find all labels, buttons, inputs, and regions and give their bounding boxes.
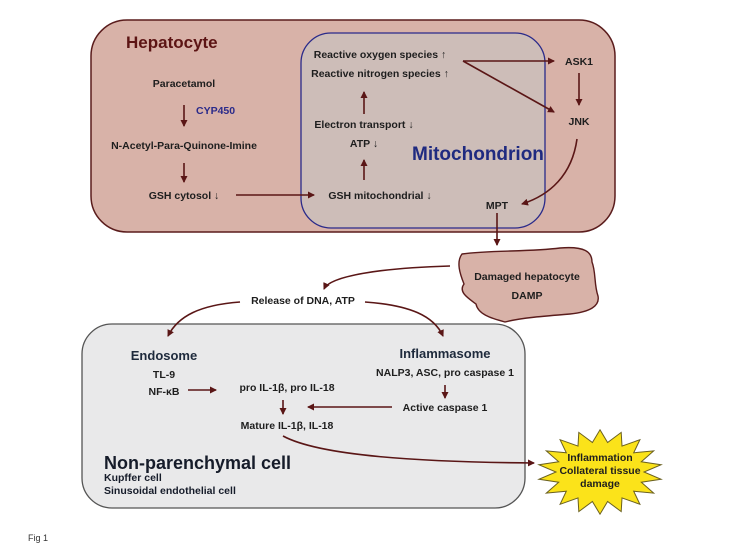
arrow-ros-jnk	[462, 60, 555, 113]
non-parenchymal-title: Non-parenchymal cell	[104, 453, 291, 473]
rns-label: Reactive nitrogen species ↑	[311, 68, 449, 80]
gsh-mito-label: GSH mitochondrial ↓	[328, 190, 431, 202]
active-caspase-label: Active caspase 1	[403, 402, 488, 414]
kupffer-label: Kupffer cell	[104, 472, 162, 484]
arrow-damaged-release	[323, 265, 451, 290]
damaged-hepatocyte-label: Damaged hepatocyte	[474, 271, 580, 283]
figure-label: Fig 1	[28, 533, 48, 543]
non-parenchymal-cell-box	[81, 323, 526, 509]
mitochondrion-title: Mitochondrion	[412, 144, 544, 165]
inflammation-label: Inflammation	[567, 452, 632, 464]
pro-il-label: pro IL-1β, pro IL-18	[239, 382, 334, 394]
arrow-release-endosome	[167, 301, 241, 337]
hepatocyte-title: Hepatocyte	[126, 33, 218, 52]
napqi-label: N-Acetyl-Para-Quinone-Imine	[111, 140, 257, 152]
damaged-hepatocyte-shape	[458, 246, 599, 323]
damage-label: damage	[580, 478, 620, 490]
inflammasome-components-label: NALP3, ASC, pro caspase 1	[376, 367, 514, 379]
mature-il-label: Mature IL-1β, IL-18	[241, 420, 334, 432]
sinusoidal-label: Sinusoidal endothelial cell	[104, 485, 236, 497]
mitochondrion-box	[300, 32, 546, 229]
ros-label: Reactive oxygen species ↑	[314, 49, 447, 61]
cyp450-label: CYP450	[196, 105, 235, 117]
endosome-title: Endosome	[131, 348, 197, 363]
atp-label: ATP ↓	[350, 138, 378, 150]
inflammation-burst	[537, 428, 663, 516]
paracetamol-label: Paracetamol	[153, 78, 216, 90]
mpt-label: MPT	[486, 200, 509, 212]
damp-label: DAMP	[512, 290, 543, 302]
jnk-label: JNK	[568, 116, 589, 128]
release-label: Release of DNA, ATP	[251, 295, 355, 307]
arrow-mature-inflammation	[282, 435, 535, 467]
tl9-label: TL-9	[153, 369, 175, 381]
arrow-jnk-mpt	[521, 138, 578, 206]
electron-transport-label: Electron transport ↓	[314, 119, 413, 131]
inflammasome-title: Inflammasome	[399, 346, 490, 361]
ask1-label: ASK1	[565, 56, 593, 68]
nfkb-label: NF-κB	[149, 386, 180, 398]
gsh-cytosol-label: GSH cytosol ↓	[149, 190, 220, 202]
collateral-tissue-label: Collateral tissue	[559, 465, 640, 477]
arrow-release-inflammasome	[364, 301, 444, 337]
